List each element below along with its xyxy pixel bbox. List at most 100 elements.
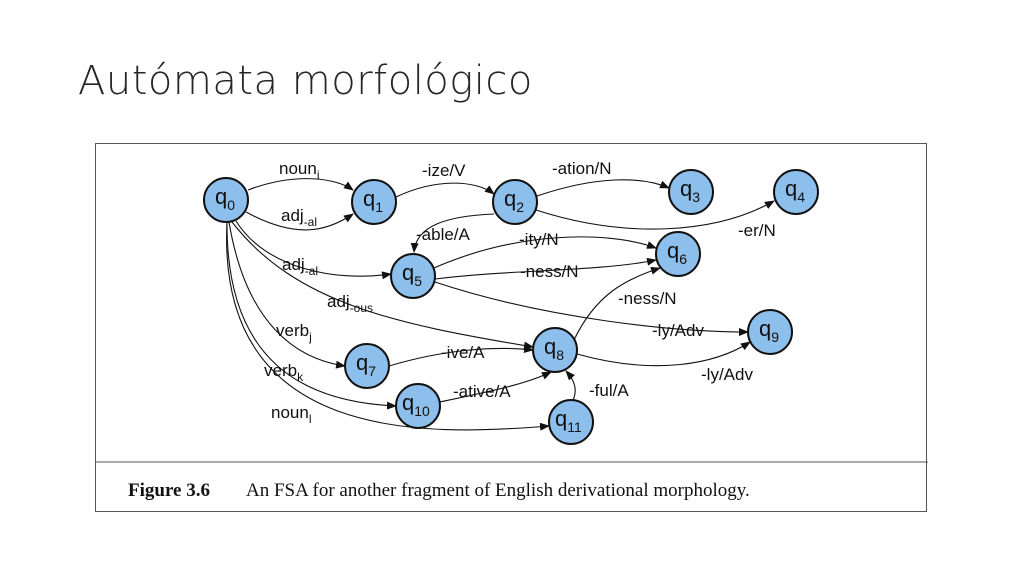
state-circle	[773, 169, 819, 215]
edge-label: -er/N	[738, 221, 776, 240]
state-circle	[395, 383, 441, 429]
state-label: q11	[555, 406, 582, 435]
state-q6: q6	[655, 231, 701, 277]
state-q2: q2	[492, 179, 538, 225]
edge-line	[576, 341, 751, 367]
fsa-figure: q0 q1 q2 q3 q4 q5 q6 q7 q8 q9 q10 q11 nouni adj-al -i…	[95, 143, 928, 512]
state-q1: q1	[351, 179, 397, 225]
edge-line	[245, 211, 354, 231]
edge-q0-q11	[226, 221, 550, 431]
slide-title: Autómata morfológico	[78, 58, 533, 104]
edge-line	[434, 281, 749, 336]
state-label: q2	[504, 186, 524, 215]
state-circle	[548, 399, 594, 445]
state-label: q1	[363, 186, 383, 215]
figure-caption: Figure 3.6 An FSA for another fragment of…	[128, 480, 750, 502]
edge-line	[228, 221, 346, 369]
edge-label: -ful/A	[589, 381, 629, 400]
edge-line	[235, 220, 392, 280]
edge-line	[247, 178, 354, 191]
edge-labels-group: nouniadj-al-ize/V-ation/N-er/N-able/Aadj…	[264, 159, 776, 426]
edge-q2-q4	[535, 200, 775, 230]
state-label: q8	[544, 334, 564, 363]
edge-label: adj-ous	[327, 292, 373, 315]
edge-q1-q2	[395, 182, 495, 198]
state-circle	[532, 327, 578, 373]
edge-line	[535, 200, 775, 230]
state-circle	[655, 231, 701, 277]
edge-label: verbj	[276, 321, 312, 344]
state-label: q10	[402, 390, 430, 419]
state-q11: q11	[548, 399, 594, 445]
figure-caption-text: An FSA for another fragment of English d…	[245, 480, 750, 501]
edge-label: -ize/V	[422, 161, 466, 180]
state-label: q3	[680, 176, 700, 205]
edge-label: nouni	[279, 159, 320, 182]
state-q7: q7	[344, 343, 390, 389]
state-subscript: 4	[797, 189, 805, 205]
edge-label-subscript: -al	[305, 264, 318, 278]
state-label: q9	[759, 316, 779, 345]
edge-q5-q9	[434, 281, 749, 336]
edge-label-subscript: -ous	[350, 301, 373, 315]
edge-label-subscript: j	[308, 330, 312, 344]
edge-label: -ation/N	[552, 159, 612, 178]
edge-q8-q6	[573, 266, 661, 341]
state-circle	[492, 179, 538, 225]
state-circle	[351, 179, 397, 225]
state-label: q0	[215, 184, 235, 213]
state-circle	[203, 177, 249, 223]
edge-label-subscript: k	[297, 370, 304, 384]
state-label: q7	[356, 350, 376, 379]
edge-label: -ly/Adv	[652, 321, 704, 340]
state-subscript: 7	[368, 363, 376, 379]
state-subscript: 8	[556, 347, 564, 363]
edge-q0-q7	[228, 221, 346, 369]
edge-label-subscript: i	[317, 168, 320, 182]
state-subscript: 3	[692, 189, 700, 205]
edge-q0-q1	[247, 178, 354, 191]
edge-label-subscript: l	[309, 412, 312, 426]
state-q9: q9	[747, 309, 793, 355]
edge-label: -ity/N	[519, 230, 559, 249]
edge-line	[573, 266, 661, 341]
edge-line	[388, 345, 534, 367]
edge-label: -ive/A	[441, 343, 485, 362]
edge-q2-q5	[410, 213, 495, 253]
state-label: q6	[667, 238, 687, 267]
edge-line	[536, 179, 670, 197]
state-circle	[344, 343, 390, 389]
edge-q8-q9	[576, 341, 751, 367]
edge-label: -ative/A	[453, 382, 511, 401]
edge-q0-q5	[235, 220, 392, 280]
state-subscript: 11	[567, 419, 582, 435]
state-circle	[747, 309, 793, 355]
edge-line	[226, 221, 550, 431]
edge-q5-q6	[434, 257, 657, 280]
edge-q0-q10	[226, 221, 397, 410]
edge-label: -ly/Adv	[701, 365, 753, 384]
state-subscript: 6	[679, 251, 687, 267]
edge-line	[439, 371, 552, 403]
edge-q2-q3	[536, 179, 670, 197]
edges-group	[226, 178, 775, 431]
state-label: q4	[785, 176, 805, 205]
edge-line	[434, 257, 657, 280]
edge-label: nounl	[271, 403, 312, 426]
edge-label: adj-al	[281, 206, 317, 229]
edge-q7-q8	[388, 345, 534, 367]
state-subscript: 2	[516, 199, 524, 215]
state-q0: q0	[203, 177, 249, 223]
state-q5: q5	[390, 253, 436, 299]
edge-q10-q8	[439, 371, 552, 403]
nodes-group: q0 q1 q2 q3 q4 q5 q6 q7 q8 q9 q10 q11	[203, 169, 819, 445]
edge-label-subscript: -al	[304, 215, 317, 229]
edge-label: -ness/N	[520, 262, 579, 281]
figure-caption-label: Figure 3.6	[128, 480, 210, 501]
state-subscript: 0	[227, 197, 235, 213]
state-circle	[390, 253, 436, 299]
edge-line	[433, 236, 657, 269]
state-q10: q10	[395, 383, 441, 429]
state-circle	[668, 169, 714, 215]
edge-line	[565, 370, 576, 401]
